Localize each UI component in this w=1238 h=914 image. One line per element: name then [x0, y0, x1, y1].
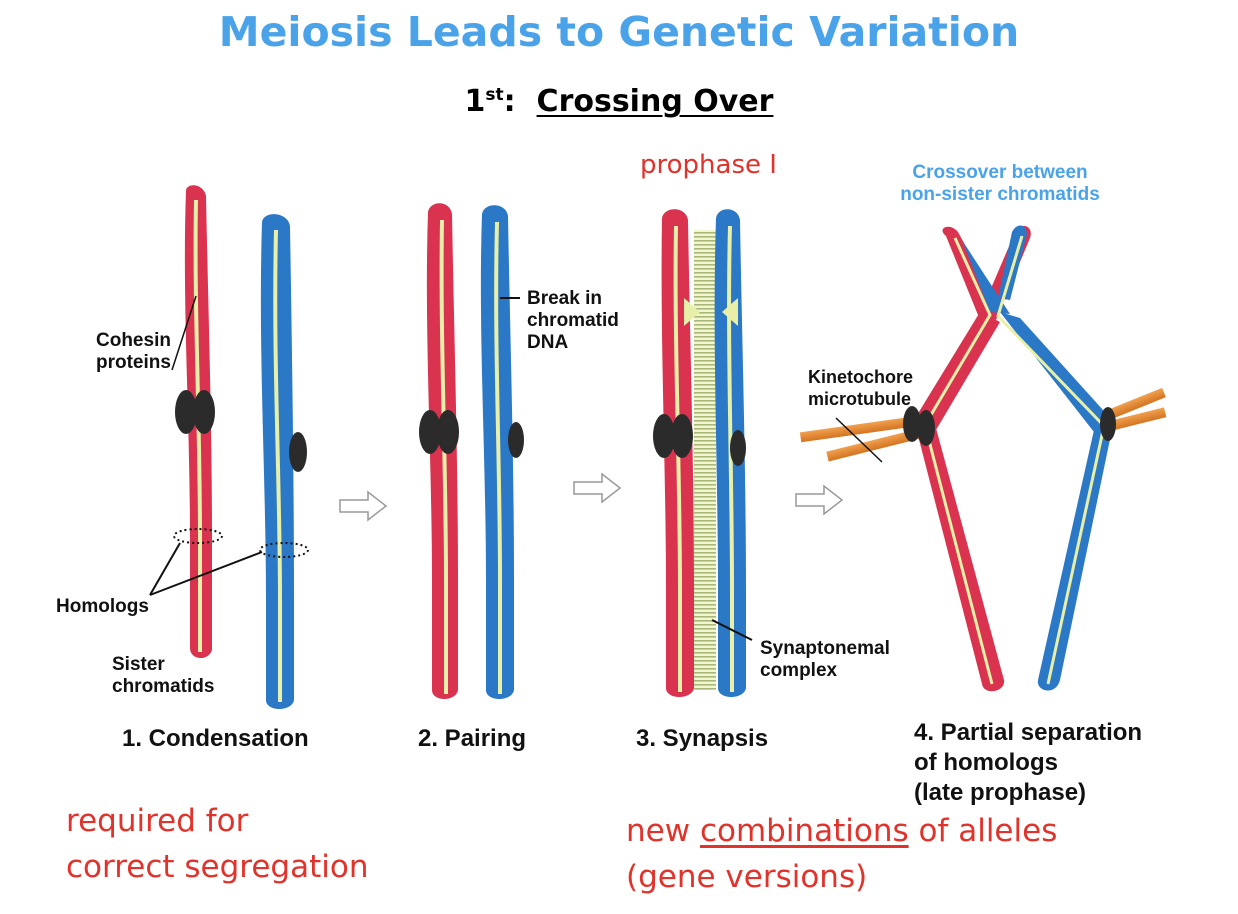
step-separation-line2: of homologs — [914, 749, 1058, 776]
crossover-note: Crossover between non-sister chromatids — [860, 162, 1140, 206]
kinetochore-label: Kinetochore microtubule — [808, 366, 913, 410]
break-label-line1: Break in — [527, 288, 602, 309]
homologs-label: Homologs — [56, 596, 149, 617]
subtitle-topic: Crossing Over — [536, 84, 774, 119]
arrow-right-icon — [795, 484, 844, 516]
step-separation: 4. Partial separation of homologs (late … — [914, 718, 1142, 808]
synaptonemal-complex — [694, 230, 716, 690]
footnote-right-prefix: new — [626, 813, 700, 849]
break-label-line3: DNA — [527, 332, 569, 353]
break-label-line2: chromatid — [527, 310, 619, 331]
arrow-right-icon — [573, 472, 622, 504]
step-separation-line3: (late prophase) — [914, 779, 1087, 806]
step-condensation: 1. Condensation — [122, 725, 309, 752]
slide-title: Meiosis Leads to Genetic Variation — [218, 8, 1020, 56]
cohesin-label-line1: Cohesin — [96, 330, 171, 351]
step-pairing: 2. Pairing — [418, 725, 527, 752]
kinetochore-label-line1: Kinetochore — [808, 367, 914, 387]
homologs-pointer — [149, 542, 181, 596]
cohesin-label: Cohesin proteins — [96, 330, 171, 374]
homologs-pointer — [149, 551, 263, 596]
kinetochore-microtubule — [799, 387, 1167, 462]
panel-synapsis — [653, 209, 753, 697]
sister-chromatids-label: Sister chromatids — [112, 654, 214, 698]
synaptonemal-label: Synaptonemal complex — [760, 638, 890, 682]
crossover-note-line2: non-sister chromatids — [900, 184, 1100, 205]
footnote-combinations-word: combinations — [699, 813, 909, 849]
step-separation-line1: 4. Partial separation — [914, 719, 1143, 746]
step-synapsis: 3. Synapsis — [636, 725, 769, 752]
sister-label-line2: chromatids — [112, 676, 215, 697]
cohesin-label-line2: proteins — [96, 352, 171, 373]
sister-label-line1: Sister — [112, 654, 165, 675]
subtitle: 1st: Crossing Over — [0, 84, 1238, 119]
centromere-cohesin — [193, 390, 215, 434]
panel-condensation — [149, 185, 309, 709]
blue-homolog — [260, 214, 294, 709]
homolog-marker — [173, 528, 223, 544]
footnote-right-suffix: of alleles — [908, 813, 1058, 849]
footnote-right-line2: (gene versions) — [626, 859, 868, 895]
break-label: Break in chromatid DNA — [527, 288, 619, 354]
crossover-note-line1: Crossover between — [912, 162, 1088, 183]
cohesin-pointer — [171, 295, 197, 371]
homolog-marker — [259, 542, 309, 558]
ordinal-number: 1 — [464, 84, 486, 119]
synaptonemal-pointer — [711, 619, 753, 641]
panel-pairing — [419, 203, 524, 699]
centromere-cohesin — [175, 390, 197, 434]
kinetochore-pointer — [835, 417, 883, 463]
footnote-segregation: required for correct segregation — [66, 798, 369, 890]
ordinal-suffix: st — [485, 85, 504, 105]
kinetochore-label-line2: microtubule — [808, 389, 912, 409]
footnote-combinations: new combinations of alleles (gene versio… — [626, 808, 1057, 900]
phase-label: prophase I — [640, 150, 777, 180]
subtitle-colon: : — [503, 84, 516, 119]
footnote-left-line2: correct segregation — [66, 849, 369, 885]
arrow-right-icon — [339, 490, 388, 522]
footnote-left-line1: required for — [66, 803, 249, 839]
centromere — [289, 432, 307, 472]
panel-separation — [799, 225, 1167, 692]
synaptonemal-label-line2: complex — [760, 660, 838, 681]
footnote-right-line1: new combinations of alleles — [626, 808, 1057, 854]
synaptonemal-label-line1: Synaptonemal — [760, 638, 890, 659]
